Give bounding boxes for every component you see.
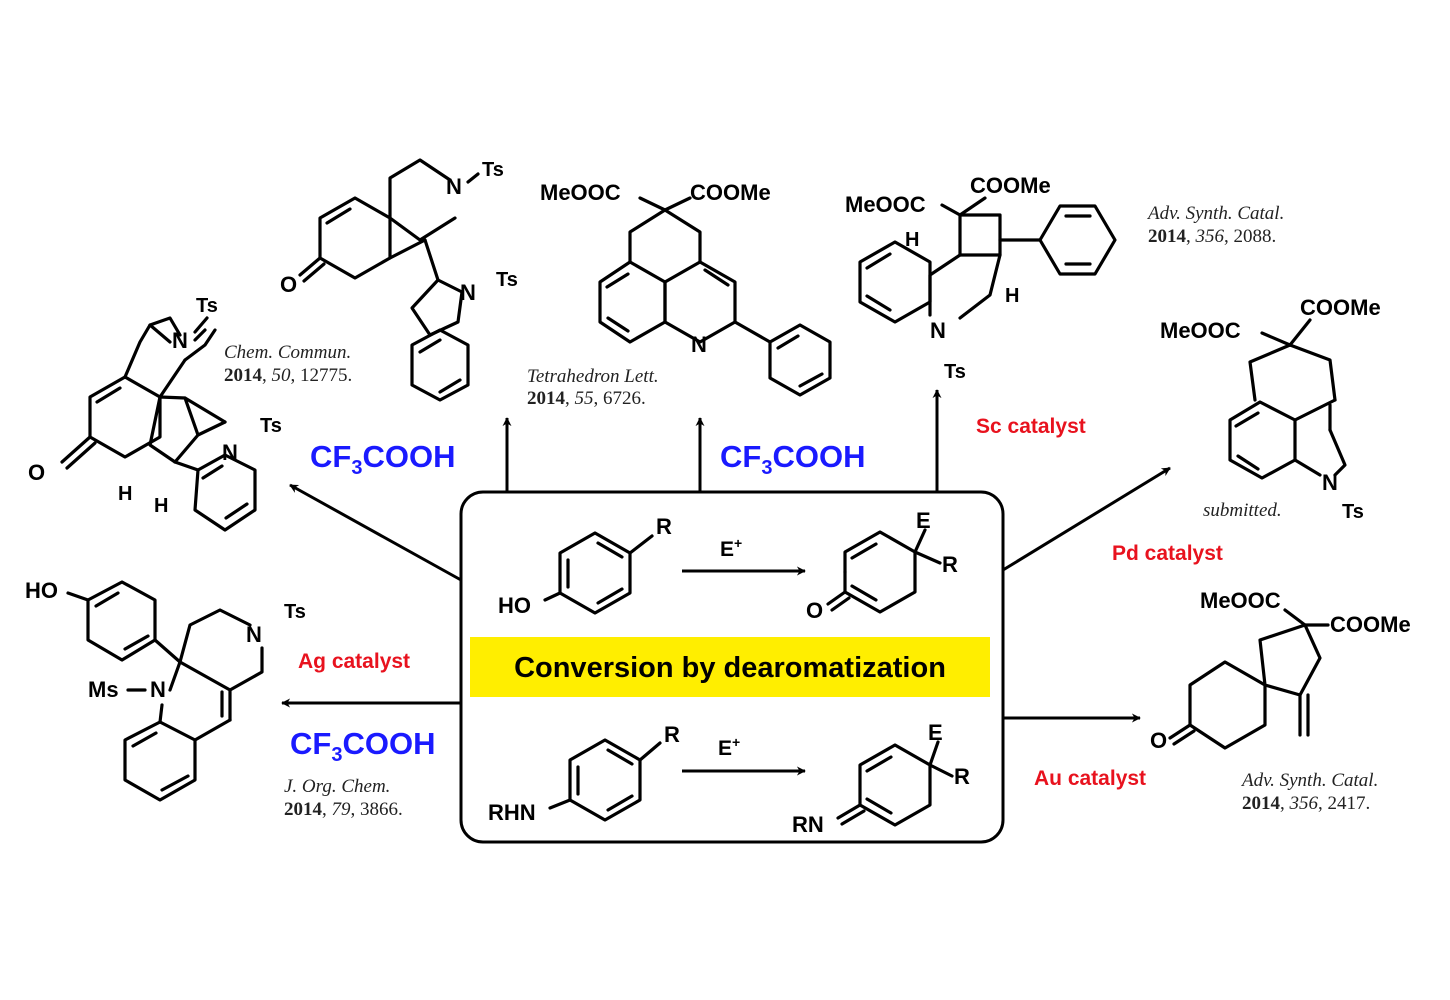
svg-text:J. Org. Chem.: J. Org. Chem. <box>284 776 390 797</box>
imine-product: E R RN <box>792 720 970 837</box>
svg-text:2014, 356, 2417.: 2014, 356, 2417. <box>1242 793 1370 814</box>
citation-chem-commun: Chem. Commun. 2014, 50, 12775. <box>224 342 352 386</box>
svg-text:N: N <box>1322 470 1338 495</box>
dienone-product: E R O <box>806 508 958 623</box>
structure-chem-commun: O N Ts N Ts H H <box>28 295 282 532</box>
svg-text:2014, 55, 6726.: 2014, 55, 6726. <box>527 388 646 409</box>
arrow-to-pd <box>1002 466 1171 572</box>
svg-text:N: N <box>246 622 262 647</box>
phenol-oh-label: HO <box>498 593 531 618</box>
aniline-substrate: R RHN <box>488 722 680 825</box>
svg-text:Ms: Ms <box>88 677 119 702</box>
reagent-cf3cooh-left: CF3COOH <box>310 439 455 479</box>
svg-text:N: N <box>150 677 166 702</box>
reagent-sc-catalyst: Sc catalyst <box>976 415 1086 438</box>
dienone-o-label: O <box>806 598 823 623</box>
center-box: Conversion by dearomatization <box>459 490 1005 844</box>
svg-text:O: O <box>1150 728 1167 753</box>
svg-text:O: O <box>28 460 45 485</box>
aniline-reagent: E+ <box>718 734 740 760</box>
svg-text:N: N <box>446 174 462 199</box>
svg-text:HO: HO <box>25 578 58 603</box>
svg-text:COOMe: COOMe <box>690 180 771 205</box>
structure-cyclobutane: MeOOC COOMe H H N Ts <box>845 173 1117 383</box>
reagent-cf3cooh-center: CF3COOH <box>720 439 865 479</box>
svg-text:Chem. Commun.: Chem. Commun. <box>224 342 351 363</box>
reagent-cf3cooh-bottom: CF3COOH <box>290 726 435 766</box>
svg-text:Adv. Synth. Catal.: Adv. Synth. Catal. <box>1240 770 1378 791</box>
svg-text:COOMe: COOMe <box>970 173 1051 198</box>
citation-tet-lett: Tetrahedron Lett. 2014, 55, 6726. <box>527 366 659 409</box>
svg-text:Ts: Ts <box>1342 501 1364 523</box>
svg-text:Ts: Ts <box>944 361 966 383</box>
svg-text:2014, 79, 3866.: 2014, 79, 3866. <box>284 799 403 820</box>
structure-au: MeOOC COOMe O <box>1150 588 1411 753</box>
svg-text:H: H <box>118 483 132 505</box>
svg-text:Ts: Ts <box>482 159 504 181</box>
banner-background <box>470 637 990 697</box>
phenol-reagent: E+ <box>720 535 742 561</box>
reagent-au-catalyst: Au catalyst <box>1034 767 1146 790</box>
structure-ag: HO N Ts Ms N <box>25 578 306 802</box>
svg-text:O: O <box>280 272 297 297</box>
svg-text:Adv. Synth. Catal.: Adv. Synth. Catal. <box>1146 203 1284 224</box>
banner-title: Conversion by dearomatization <box>514 652 946 684</box>
svg-text:N: N <box>460 280 476 305</box>
arrow-to-chem-commun <box>289 483 462 582</box>
svg-text:H: H <box>154 495 168 517</box>
svg-text:Ts: Ts <box>496 269 518 291</box>
svg-text:Tetrahedron Lett.: Tetrahedron Lett. <box>527 366 659 387</box>
structure-pd: COOMe MeOOC N Ts <box>1160 295 1381 523</box>
svg-text:2014, 356, 2088.: 2014, 356, 2088. <box>1148 226 1276 247</box>
svg-text:COOMe: COOMe <box>1300 295 1381 320</box>
svg-text:2014, 50, 12775.: 2014, 50, 12775. <box>224 365 352 386</box>
svg-text:H: H <box>1005 285 1019 307</box>
svg-text:submitted.: submitted. <box>1203 500 1282 521</box>
svg-text:MeOOC: MeOOC <box>1160 318 1241 343</box>
reagent-ag-catalyst: Ag catalyst <box>298 650 410 673</box>
citation-adv-synth-2: Adv. Synth. Catal. 2014, 356, 2417. <box>1240 770 1378 814</box>
svg-text:MeOOC: MeOOC <box>1200 588 1281 613</box>
aniline-nh-label: RHN <box>488 800 536 825</box>
svg-text:N: N <box>691 332 707 357</box>
aniline-r-label: R <box>664 722 680 747</box>
svg-text:Ts: Ts <box>196 295 218 317</box>
imine-e-label: E <box>928 720 943 745</box>
dienone-e-label: E <box>916 508 931 533</box>
phenol-r-label: R <box>656 514 672 539</box>
citation-adv-synth-1: Adv. Synth. Catal. 2014, 356, 2088. <box>1146 203 1284 247</box>
svg-text:COOMe: COOMe <box>1330 612 1411 637</box>
citation-submitted: submitted. <box>1203 500 1282 521</box>
svg-text:MeOOC: MeOOC <box>540 180 621 205</box>
svg-text:N: N <box>930 318 946 343</box>
structure-spiro-indole: O N Ts N Ts <box>280 158 518 402</box>
imine-r-label: R <box>954 764 970 789</box>
svg-text:N: N <box>172 328 188 353</box>
svg-text:H: H <box>905 229 919 251</box>
structure-tet-lett: MeOOC COOMe N <box>540 180 832 397</box>
dienone-r-label: R <box>942 552 958 577</box>
imine-rn-label: RN <box>792 812 824 837</box>
svg-text:MeOOC: MeOOC <box>845 192 926 217</box>
svg-text:Ts: Ts <box>260 415 282 437</box>
citation-jorg: J. Org. Chem. 2014, 79, 3866. <box>284 776 403 820</box>
reagent-pd-catalyst: Pd catalyst <box>1112 542 1223 565</box>
phenol-substrate: R HO <box>498 514 672 618</box>
svg-text:Ts: Ts <box>284 601 306 623</box>
